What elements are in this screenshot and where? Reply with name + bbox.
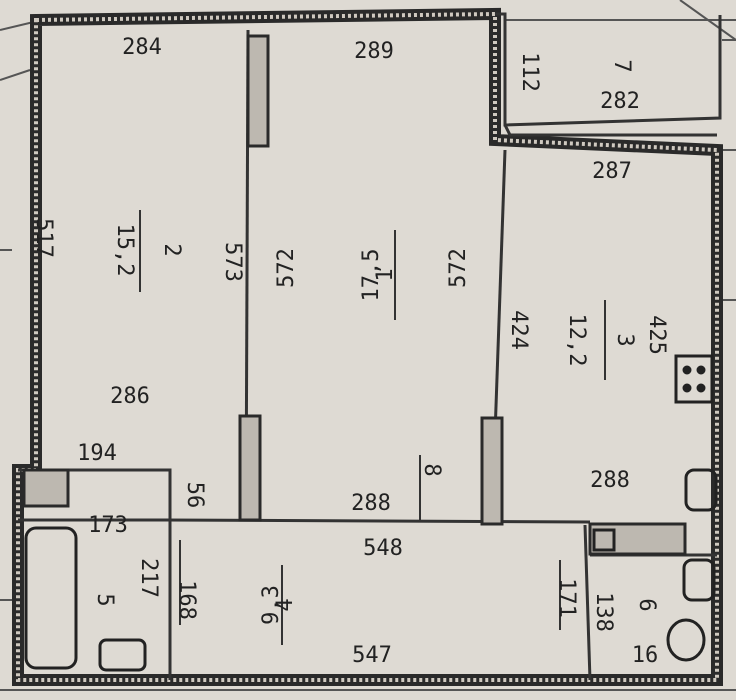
dim-282: 282 (600, 89, 640, 114)
sink-icon (684, 468, 718, 512)
room-5-number: 5 (92, 593, 117, 606)
dim-138: 138 (591, 592, 616, 632)
dim-287: 287 (592, 159, 632, 184)
sink-small-icon (682, 558, 716, 602)
room-2-number: 2 (159, 243, 184, 256)
room-7-number: 7 (609, 59, 634, 72)
dim-517: 517 (31, 218, 56, 258)
room-3-number: 3 (612, 333, 637, 346)
dim-171: 171 (554, 578, 579, 618)
dim-288-corridor: 288 (351, 491, 391, 516)
dim-194: 194 (77, 441, 117, 466)
stove-icon (674, 354, 714, 404)
dim-424: 424 (506, 310, 531, 350)
wall-blocks (22, 34, 687, 556)
room-4-number: 4 (273, 598, 298, 611)
room-2-area: 15,2 (112, 224, 137, 277)
fixtures (24, 354, 718, 672)
washbasin-icon (98, 638, 147, 672)
dim-573: 573 (220, 242, 245, 282)
room-3-area: 12,2 (564, 314, 589, 367)
dim-56: 56 (182, 482, 207, 509)
room-8-number: 8 (419, 463, 444, 476)
dim-572-left: 572 (274, 248, 299, 288)
dim-168: 168 (174, 580, 199, 620)
dim-425: 425 (644, 315, 669, 355)
bathtub-icon (24, 526, 78, 670)
dim-288-kitchen: 288 (590, 468, 630, 493)
dim-16: 16 (632, 643, 659, 668)
toilet-icon (666, 618, 706, 662)
dim-547: 547 (352, 643, 392, 668)
balcony-outline (495, 12, 722, 137)
room-6-number: 6 (634, 598, 659, 611)
room-1-number: 1 (373, 268, 398, 281)
dim-173: 173 (88, 513, 128, 538)
dimension-lines (139, 210, 606, 645)
room-4-area: 9,3 (259, 585, 284, 625)
dim-286: 286 (110, 384, 150, 409)
dim-217: 217 (136, 558, 161, 598)
dim-572-right: 572 (446, 248, 471, 288)
dim-289: 289 (354, 39, 394, 64)
dim-284: 284 (122, 35, 162, 60)
room-1-area: 17,5 (359, 249, 384, 302)
dim-112: 112 (517, 52, 542, 92)
dim-548: 548 (363, 536, 403, 561)
